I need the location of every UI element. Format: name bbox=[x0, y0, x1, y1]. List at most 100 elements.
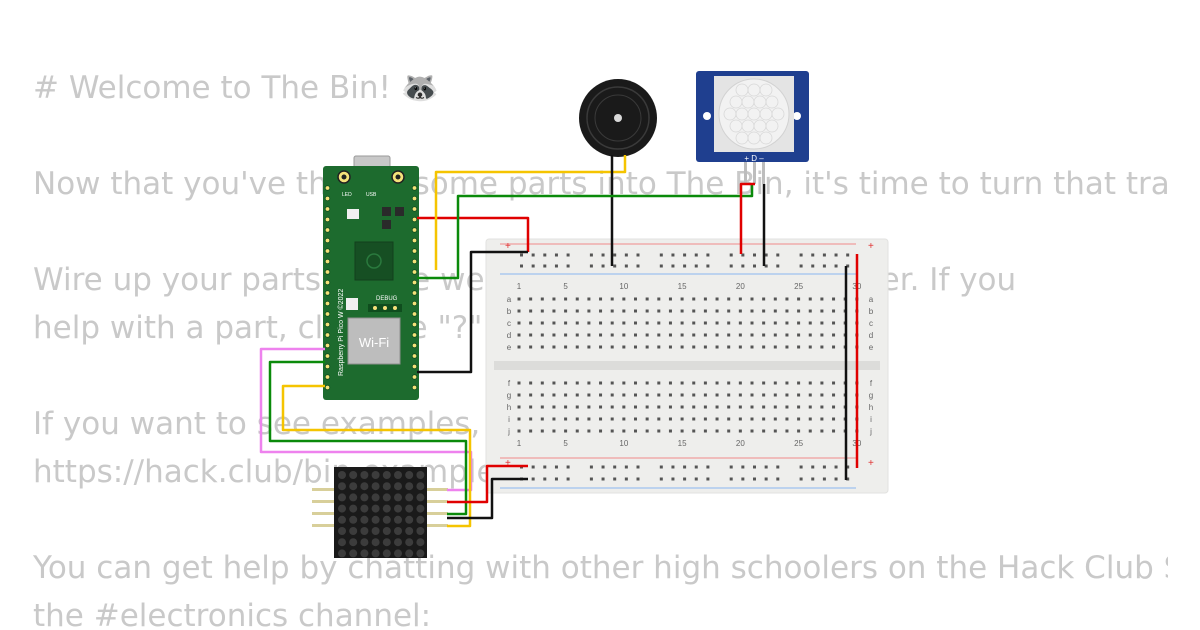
tie-point-hole bbox=[832, 393, 836, 397]
tie-point-hole bbox=[540, 321, 544, 325]
pir-motion-sensor[interactable]: + D – bbox=[696, 71, 809, 184]
rp2040-chip bbox=[354, 241, 394, 281]
tie-point-hole bbox=[680, 333, 684, 337]
tie-point-hole bbox=[517, 333, 521, 337]
piezo-buzzer[interactable] bbox=[579, 79, 657, 157]
rail-hole bbox=[543, 253, 547, 257]
tie-point-hole bbox=[797, 393, 801, 397]
row-letter: f bbox=[870, 379, 873, 388]
rail-hole bbox=[846, 465, 850, 469]
tie-point-hole bbox=[692, 309, 696, 313]
tie-point-hole bbox=[540, 309, 544, 313]
rail-hole bbox=[613, 477, 617, 481]
tie-point-hole bbox=[657, 405, 661, 409]
tie-point-hole bbox=[599, 333, 603, 337]
bootsel-button[interactable] bbox=[347, 209, 359, 219]
tie-point-hole bbox=[808, 297, 812, 301]
matrix-led bbox=[338, 527, 346, 535]
tie-point-hole bbox=[715, 417, 719, 421]
matrix-led bbox=[382, 538, 391, 547]
tie-point-hole bbox=[540, 333, 544, 337]
tie-point-hole bbox=[645, 345, 649, 349]
tie-point-hole bbox=[517, 309, 521, 313]
column-number: 5 bbox=[563, 439, 568, 448]
breadboard-holes bbox=[517, 253, 859, 481]
tie-point-hole bbox=[540, 429, 544, 433]
tie-point-hole bbox=[727, 405, 731, 409]
rail-hole bbox=[566, 465, 570, 469]
rail-hole bbox=[741, 253, 745, 257]
rail-hole bbox=[799, 477, 803, 481]
tie-point-hole bbox=[645, 333, 649, 337]
heading-line: # Welcome to The Bin! 🦝 bbox=[33, 70, 440, 106]
tie-point-hole bbox=[797, 321, 801, 325]
tie-point-hole bbox=[692, 333, 696, 337]
raspberry-pi-pico-w[interactable]: LED USB DEBUG Wi-Fi Raspberry Pi Pico W … bbox=[323, 155, 419, 400]
pico-pin bbox=[324, 321, 331, 328]
rail-hole bbox=[566, 477, 570, 481]
tie-point-hole bbox=[703, 333, 707, 337]
matrix-led bbox=[360, 482, 369, 491]
buzzer-hole bbox=[614, 114, 622, 122]
usb-label: USB bbox=[366, 192, 377, 198]
row-letter: d bbox=[869, 331, 873, 340]
tie-point-hole bbox=[832, 321, 836, 325]
paragraph-3-line-2: https://hack.club/bin-examples bbox=[33, 454, 512, 490]
rail-hole bbox=[764, 465, 768, 469]
tie-point-hole bbox=[832, 381, 836, 385]
matrix-led bbox=[394, 515, 402, 524]
matrix-led bbox=[349, 527, 358, 535]
tie-point-hole bbox=[517, 393, 521, 397]
tie-point-hole bbox=[797, 429, 801, 433]
row-letter: g bbox=[507, 391, 511, 400]
rail-hole bbox=[601, 477, 605, 481]
led-matrix[interactable] bbox=[312, 467, 448, 558]
tie-point-hole bbox=[575, 429, 579, 433]
tie-point-hole bbox=[564, 297, 568, 301]
tie-point-hole bbox=[599, 345, 603, 349]
matrix-led bbox=[349, 515, 358, 524]
tie-point-hole bbox=[529, 393, 533, 397]
tie-point-hole bbox=[575, 405, 579, 409]
pico-pin bbox=[324, 227, 331, 233]
row-letter: c bbox=[507, 319, 511, 328]
wifi-label: Wi-Fi bbox=[359, 335, 389, 350]
tie-point-hole bbox=[715, 309, 719, 313]
tie-point-hole bbox=[634, 393, 637, 397]
tie-point-hole bbox=[715, 429, 719, 433]
pico-pin bbox=[324, 185, 331, 191]
tie-point-hole bbox=[610, 381, 614, 385]
wire-red-pir bbox=[739, 182, 755, 254]
rail-hole bbox=[624, 253, 628, 257]
tie-point-hole bbox=[657, 345, 661, 349]
pico-pin bbox=[324, 258, 331, 265]
tie-point-hole bbox=[587, 429, 591, 433]
tie-point-hole bbox=[820, 429, 824, 433]
tie-point-hole bbox=[715, 405, 719, 409]
pico-pin bbox=[324, 290, 331, 296]
led-label: LED bbox=[342, 192, 352, 198]
pico-pin bbox=[411, 185, 418, 191]
rail-hole bbox=[624, 477, 628, 481]
pico-pin bbox=[411, 290, 418, 296]
pico-pin bbox=[324, 342, 331, 349]
tie-point-hole bbox=[692, 321, 696, 325]
tie-point-hole bbox=[552, 393, 556, 397]
column-number: 10 bbox=[619, 282, 628, 291]
tie-point-hole bbox=[773, 405, 777, 409]
tie-point-hole bbox=[762, 417, 766, 421]
matrix-led bbox=[371, 493, 380, 502]
tie-point-hole bbox=[820, 333, 824, 337]
pico-pin bbox=[324, 300, 331, 307]
matrix-led bbox=[416, 482, 425, 491]
wifi-module bbox=[347, 317, 401, 365]
tie-point-hole bbox=[785, 309, 789, 313]
rail-hole bbox=[846, 477, 850, 481]
tie-point-hole bbox=[715, 345, 719, 349]
plus-sign-bl: + bbox=[505, 458, 511, 469]
rail-hole bbox=[764, 253, 768, 257]
wire-green-matrix bbox=[268, 360, 468, 516]
matrix-led bbox=[416, 538, 425, 547]
row-letter: h bbox=[507, 403, 511, 412]
